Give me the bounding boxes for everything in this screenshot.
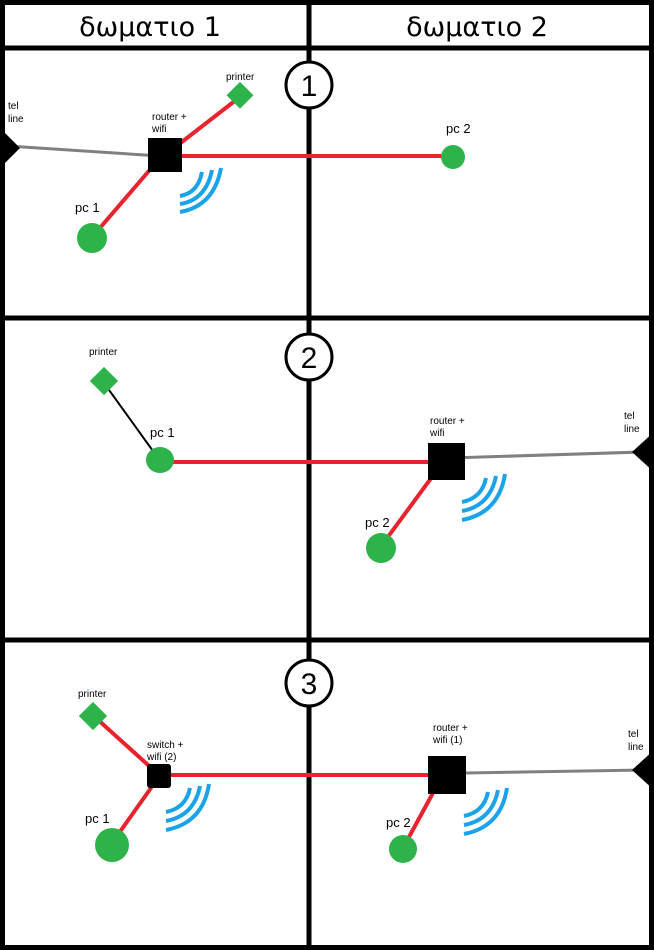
router-label-line-2: wifi (1) (432, 735, 462, 746)
switch-label-line-2: wifi (2) (146, 752, 176, 763)
tel-label: tel (624, 411, 635, 422)
scenario-number-badge (284, 332, 334, 382)
phone-jack-icon (632, 750, 654, 790)
scenario-3: tel line switch + wifi (2) router + wifi… (78, 658, 654, 863)
scenario-1: tel line router + wifi printer pc 1 pc 2… (0, 60, 471, 253)
pc2-icon (389, 835, 417, 863)
column-header-room-1: δωματιο 1 (79, 12, 221, 43)
tel-label-line: line (8, 114, 24, 125)
phone-jack-icon (0, 128, 20, 168)
switch-label: switch + (147, 740, 184, 751)
tel-label: tel (628, 729, 639, 740)
cable-switch-printer (94, 716, 160, 776)
pc1-label: pc 1 (85, 811, 110, 826)
tel-label-line: line (628, 742, 644, 753)
phone-line (465, 768, 643, 775)
pc1-label: pc 1 (150, 425, 175, 440)
pc2-label: pc 2 (386, 815, 411, 830)
pc1-label: pc 1 (75, 200, 100, 215)
router-icon (428, 443, 465, 480)
router-label: router + (433, 723, 468, 734)
pc1-icon (146, 447, 174, 473)
tel-label-line: line (624, 424, 640, 435)
router-icon (148, 138, 182, 172)
scenario-number-badge (284, 60, 334, 110)
router-label-line-2: wifi (429, 428, 444, 439)
phone-jack-icon (632, 432, 654, 472)
wifi-icon (165, 783, 211, 832)
scenario-number: 2 (301, 342, 318, 375)
column-header-room-2: δωματιο 2 (406, 12, 548, 43)
pc1-icon (95, 828, 129, 862)
router-label: router + (430, 416, 465, 427)
cable-pc1-printer (103, 382, 159, 459)
printer-icon (89, 366, 119, 396)
scenario-2: tel line router + wifi printer pc 1 pc 2… (89, 332, 654, 563)
phone-line (7, 144, 161, 158)
router-label-line-2: wifi (151, 124, 166, 135)
printer-label: printer (89, 347, 118, 358)
wifi-icon (179, 167, 223, 214)
tel-label: tel (8, 101, 19, 112)
wifi-icon (463, 787, 509, 836)
switch-icon (147, 764, 171, 788)
phone-line (449, 450, 643, 460)
scenario-number: 3 (301, 668, 318, 701)
router-label: router + (152, 112, 187, 123)
pc2-label: pc 2 (446, 121, 471, 136)
pc1-icon (77, 223, 107, 253)
wifi-icon (461, 473, 507, 522)
printer-label: printer (226, 72, 255, 83)
printer-icon (78, 701, 108, 731)
printer-label: printer (78, 689, 107, 700)
pc2-icon (366, 533, 396, 563)
scenario-number: 1 (301, 70, 318, 103)
scenario-number-badge (284, 658, 334, 708)
router-icon (428, 756, 466, 794)
pc2-icon (441, 145, 465, 169)
printer-icon (226, 81, 254, 109)
pc2-label: pc 2 (365, 515, 390, 530)
